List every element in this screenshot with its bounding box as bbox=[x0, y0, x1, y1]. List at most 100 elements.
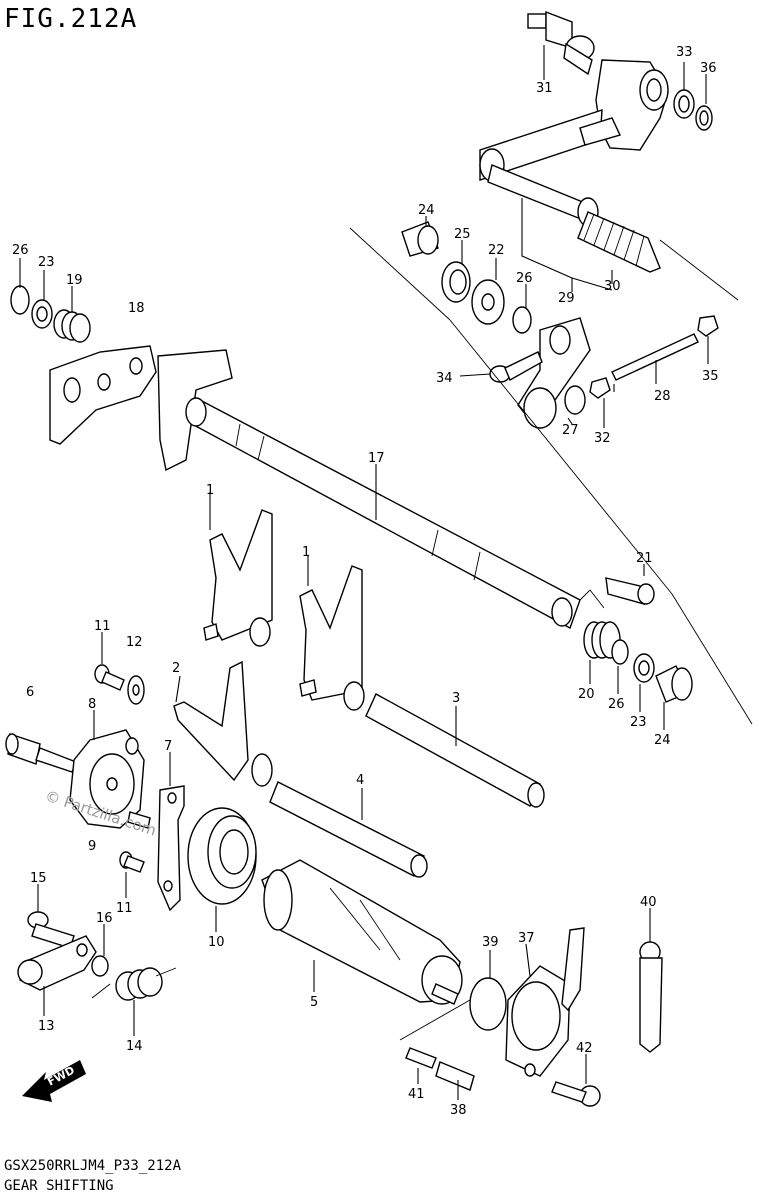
callout-2: 2 bbox=[172, 661, 180, 676]
callout-10: 10 bbox=[208, 935, 225, 950]
part-6-bolt[interactable] bbox=[5, 733, 77, 773]
part-41-spring[interactable] bbox=[405, 1047, 437, 1069]
part-8-cam-plate[interactable] bbox=[69, 729, 145, 829]
part-23-washer[interactable] bbox=[31, 299, 53, 329]
callout-34: 34 bbox=[436, 371, 453, 386]
callout-24b: 24 bbox=[654, 733, 671, 748]
callout-33: 33 bbox=[676, 45, 693, 60]
part-16-washer[interactable] bbox=[91, 955, 109, 977]
part-24-bearing-lower[interactable] bbox=[655, 665, 693, 703]
callout-14: 14 bbox=[126, 1039, 143, 1054]
part-11-bolt-lower[interactable] bbox=[119, 851, 145, 873]
callout-28: 28 bbox=[654, 389, 671, 404]
part-20-spring[interactable] bbox=[579, 589, 621, 659]
callout-12: 12 bbox=[126, 635, 143, 650]
callout-23: 23 bbox=[38, 255, 55, 270]
callout-37: 37 bbox=[518, 931, 535, 946]
callout-3: 3 bbox=[452, 691, 460, 706]
part-1-fork-lower[interactable] bbox=[299, 565, 365, 711]
callout-40: 40 bbox=[640, 895, 657, 910]
part-38-pin[interactable] bbox=[435, 1061, 475, 1091]
callout-24: 24 bbox=[418, 203, 435, 218]
part-18-plate[interactable] bbox=[49, 345, 157, 445]
part-14-spring[interactable] bbox=[91, 967, 177, 1001]
part-26-circlip[interactable] bbox=[512, 306, 532, 334]
callout-30: 30 bbox=[604, 279, 621, 294]
part-31-bolt[interactable] bbox=[527, 10, 595, 76]
callout-36: 36 bbox=[700, 61, 717, 76]
part-9-pin[interactable] bbox=[127, 811, 151, 829]
part-12-washer[interactable] bbox=[127, 675, 145, 705]
callout-11b: 11 bbox=[116, 901, 133, 916]
part-22-washer[interactable] bbox=[471, 279, 505, 325]
part-11-bolt[interactable] bbox=[94, 664, 125, 691]
part-10-bearing[interactable] bbox=[187, 807, 257, 905]
figure-title: FIG.212A bbox=[4, 4, 138, 34]
callout-42: 42 bbox=[576, 1041, 593, 1056]
callout-13: 13 bbox=[38, 1019, 55, 1034]
part-27-link-arm[interactable] bbox=[517, 317, 591, 429]
callout-20: 20 bbox=[578, 687, 595, 702]
part-21-pin[interactable] bbox=[605, 577, 655, 605]
part-40-spring-link[interactable] bbox=[639, 941, 663, 1053]
callout-25: 25 bbox=[454, 227, 471, 242]
part-17-shaft[interactable] bbox=[157, 349, 581, 630]
callout-15: 15 bbox=[30, 871, 47, 886]
callout-6: 6 bbox=[26, 685, 34, 700]
callout-17: 17 bbox=[368, 451, 385, 466]
part-1-fork-upper[interactable] bbox=[203, 509, 273, 647]
callout-11: 11 bbox=[94, 619, 111, 634]
callout-21: 21 bbox=[636, 551, 653, 566]
part-33-washer[interactable] bbox=[673, 89, 695, 119]
callout-16: 16 bbox=[96, 911, 113, 926]
part-30-rubber[interactable] bbox=[577, 211, 661, 273]
callout-1a: 1 bbox=[206, 483, 214, 498]
part-36-circlip[interactable] bbox=[695, 105, 713, 131]
part-42-bolt[interactable] bbox=[551, 1081, 601, 1107]
callout-9: 9 bbox=[88, 839, 96, 854]
part-13-stopper[interactable] bbox=[17, 935, 97, 991]
part-5-drum[interactable] bbox=[261, 859, 463, 1005]
callout-27: 27 bbox=[562, 423, 579, 438]
callout-26c: 26 bbox=[608, 697, 625, 712]
callout-19: 19 bbox=[66, 273, 83, 288]
callout-26: 26 bbox=[516, 271, 533, 286]
callout-31: 31 bbox=[536, 81, 553, 96]
callout-5: 5 bbox=[310, 995, 318, 1010]
part-24-bearing[interactable] bbox=[401, 221, 439, 257]
callout-38: 38 bbox=[450, 1103, 467, 1118]
callout-8: 8 bbox=[88, 697, 96, 712]
part-26-washer[interactable] bbox=[10, 285, 30, 315]
callout-35: 35 bbox=[702, 369, 719, 384]
callout-labels: 31 33 36 24 25 22 26 29 30 26 23 19 18 3… bbox=[12, 45, 719, 1118]
callout-26b: 26 bbox=[12, 243, 29, 258]
part-28-rod[interactable] bbox=[611, 333, 699, 381]
part-15-bolt[interactable] bbox=[27, 911, 75, 949]
part-2-fork[interactable] bbox=[173, 660, 273, 787]
part-32-nut[interactable] bbox=[589, 377, 611, 399]
diagram-code: GSX250RRLJM4_P33_212A bbox=[4, 1158, 182, 1174]
diagram-description: GEAR SHIFTING bbox=[4, 1178, 114, 1194]
part-26-ring[interactable] bbox=[611, 639, 629, 665]
part-37-plate[interactable] bbox=[505, 927, 585, 1077]
callout-32: 32 bbox=[594, 431, 611, 446]
part-35-nut[interactable] bbox=[697, 315, 719, 337]
part-3-shaft[interactable] bbox=[365, 693, 545, 808]
callout-1b: 1 bbox=[302, 545, 310, 560]
callout-18: 18 bbox=[128, 301, 145, 316]
callout-4: 4 bbox=[356, 773, 364, 788]
part-34-bolt[interactable] bbox=[489, 351, 543, 383]
callout-39: 39 bbox=[482, 935, 499, 950]
part-shift-lever[interactable] bbox=[479, 59, 669, 227]
part-19-spring[interactable] bbox=[53, 309, 91, 343]
part-39-ring[interactable] bbox=[469, 977, 507, 1031]
callout-29: 29 bbox=[558, 291, 575, 306]
fwd-arrow-icon: FWD bbox=[22, 1060, 86, 1102]
part-7-plate[interactable] bbox=[157, 785, 185, 912]
callout-23b: 23 bbox=[630, 715, 647, 730]
part-25-seal[interactable] bbox=[441, 261, 471, 303]
part-23-ring[interactable] bbox=[633, 653, 655, 683]
part-4-shaft[interactable] bbox=[269, 781, 428, 878]
callout-41: 41 bbox=[408, 1087, 425, 1102]
